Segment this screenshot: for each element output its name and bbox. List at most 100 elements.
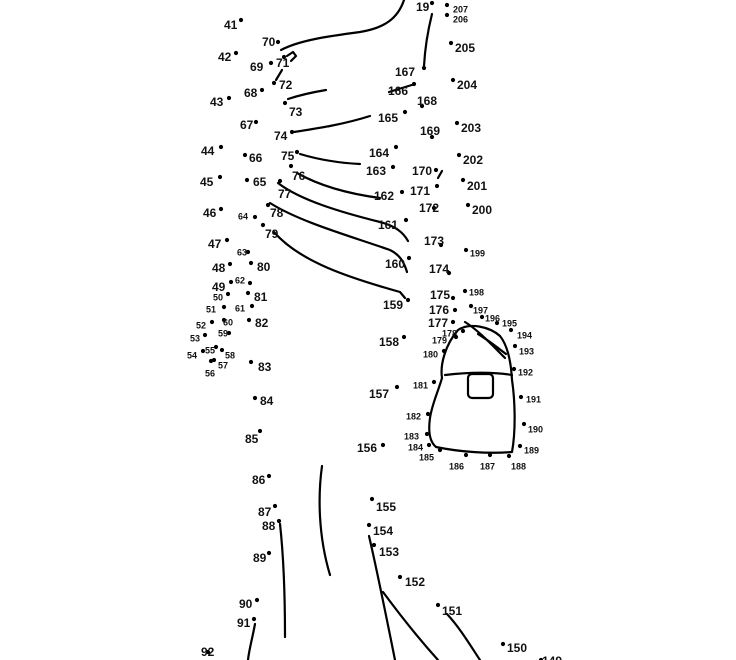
point-dot xyxy=(424,431,430,437)
point-number: 66 xyxy=(249,151,263,165)
puzzle-point: 49 xyxy=(212,280,234,294)
point-dot xyxy=(219,347,225,353)
puzzle-point: 205 xyxy=(448,41,475,55)
outline-bag-clasp xyxy=(466,372,495,400)
point-number: 84 xyxy=(260,394,274,408)
point-dot xyxy=(425,411,431,417)
point-dot xyxy=(393,144,399,150)
point-dot xyxy=(450,295,456,301)
point-number: 90 xyxy=(239,597,253,611)
puzzle-point: 160 xyxy=(385,255,412,271)
point-number: 162 xyxy=(374,189,394,203)
point-number: 54 xyxy=(187,351,197,361)
point-number: 61 xyxy=(235,304,245,314)
point-number: 42 xyxy=(218,50,232,64)
puzzle-point: 72 xyxy=(271,78,293,92)
point-number: 91 xyxy=(237,616,251,630)
point-dot xyxy=(288,163,294,169)
outline-rib-7 xyxy=(272,230,407,300)
point-dot xyxy=(268,60,274,66)
point-dot xyxy=(456,152,462,158)
point-number: 182 xyxy=(406,412,421,422)
puzzle-point: 169 xyxy=(420,124,440,140)
puzzle-point: 188 xyxy=(506,453,526,472)
point-number: 69 xyxy=(250,60,264,74)
point-dot xyxy=(438,242,444,248)
point-number: 205 xyxy=(455,41,475,55)
puzzle-point: 173 xyxy=(424,234,444,248)
point-dot xyxy=(202,332,208,338)
outline-leg-1 xyxy=(278,522,287,639)
point-number: 201 xyxy=(467,179,487,193)
pre-drawn-outline xyxy=(246,0,516,660)
puzzle-point: 179 xyxy=(432,334,459,346)
point-number: 87 xyxy=(258,505,272,519)
puzzle-point: 73 xyxy=(282,100,303,119)
point-dot xyxy=(426,442,432,448)
point-dot xyxy=(435,602,441,608)
point-dot xyxy=(411,81,417,87)
point-dot xyxy=(463,452,469,458)
puzzle-point: 154 xyxy=(366,522,393,538)
puzzle-point: 161 xyxy=(378,218,409,232)
puzzle-point: 171 xyxy=(410,183,440,198)
point-dot xyxy=(399,189,405,195)
puzzle-point: 163 xyxy=(366,164,396,178)
point-number: 48 xyxy=(212,261,226,275)
point-number: 85 xyxy=(245,432,259,446)
puzzle-point: 19 xyxy=(416,0,435,14)
point-dot xyxy=(405,297,411,303)
point-dot xyxy=(246,317,252,323)
point-dot xyxy=(494,320,500,326)
point-dot xyxy=(249,303,255,309)
point-dot xyxy=(462,288,468,294)
puzzle-point: 162 xyxy=(374,189,405,203)
point-dot xyxy=(468,303,474,309)
puzzle-point: 44 xyxy=(201,144,224,158)
point-dot xyxy=(460,177,466,183)
point-dot xyxy=(227,261,233,267)
outline-short-2 xyxy=(436,169,444,180)
point-number: 56 xyxy=(205,369,215,379)
point-dot xyxy=(371,542,377,548)
point-dot xyxy=(380,442,386,448)
point-dot xyxy=(233,50,239,56)
puzzle-point: 65 xyxy=(244,175,267,189)
point-number: 169 xyxy=(420,124,440,138)
point-dot xyxy=(205,649,211,655)
puzzle-point: 175 xyxy=(430,288,456,302)
point-number: 195 xyxy=(502,319,517,329)
point-dot xyxy=(450,319,456,325)
point-number: 170 xyxy=(412,164,432,178)
point-number: 188 xyxy=(511,462,526,472)
puzzle-point: 78 xyxy=(265,202,284,220)
puzzle-point: 190 xyxy=(521,421,543,435)
point-number: 150 xyxy=(507,641,527,655)
puzzle-point: 91 xyxy=(237,616,257,630)
puzzle-point: 61 xyxy=(235,303,255,314)
point-dot xyxy=(434,183,440,189)
point-dot xyxy=(289,129,295,135)
point-dot xyxy=(460,328,466,334)
point-number: 186 xyxy=(449,462,464,472)
outline-rib-6 xyxy=(268,201,409,274)
puzzle-point: 82 xyxy=(246,316,269,330)
point-number: 62 xyxy=(235,276,245,286)
point-number: 74 xyxy=(274,129,288,143)
puzzle-point: 74 xyxy=(274,129,295,143)
puzzle-point: 192 xyxy=(511,366,533,378)
point-number: 67 xyxy=(240,118,254,132)
puzzle-point: 63 xyxy=(237,248,251,258)
point-dot xyxy=(454,120,460,126)
point-number: 199 xyxy=(470,249,485,259)
puzzle-point: 199 xyxy=(463,247,485,259)
outline-rib-5 xyxy=(276,181,410,243)
puzzle-point: 89 xyxy=(253,551,272,565)
puzzle-point: 71 xyxy=(276,54,290,70)
point-dot xyxy=(446,270,452,276)
puzzle-point: 53 xyxy=(190,332,208,344)
point-number: 70 xyxy=(262,35,276,49)
puzzle-point: 189 xyxy=(517,443,539,456)
